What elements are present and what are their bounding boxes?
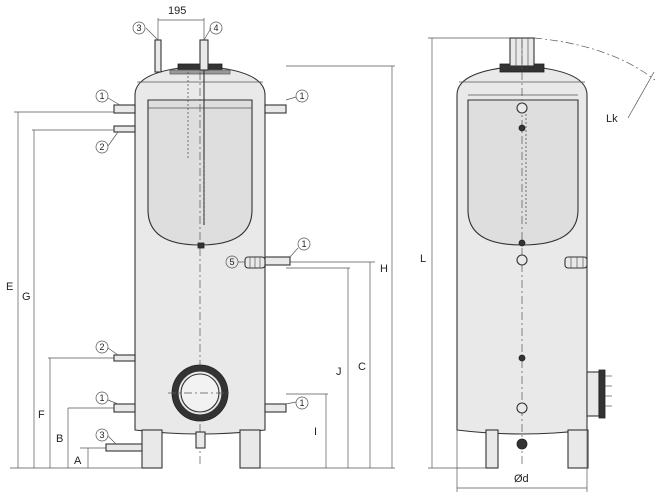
callout-1-b: 1 xyxy=(300,91,305,101)
callout-4-top: 4 xyxy=(214,23,219,33)
callout-2-a: 2 xyxy=(100,142,105,152)
drain-nub xyxy=(197,242,205,249)
callout-1-d: 1 xyxy=(100,393,105,403)
side-dimensions: L Ød Lk xyxy=(420,37,656,492)
lk-arc xyxy=(533,37,656,81)
side-view-vessel xyxy=(456,37,612,469)
dim-Lk: Lk xyxy=(606,113,618,125)
dim-G: G xyxy=(22,291,31,303)
dim-F: F xyxy=(38,409,45,421)
dim-B: B xyxy=(56,433,63,445)
conn-2-left-lower xyxy=(113,354,136,362)
bottom-drain xyxy=(195,431,206,449)
callout-2-b: 2 xyxy=(100,342,105,352)
dim-L: L xyxy=(420,253,426,265)
dim-A: A xyxy=(74,455,82,467)
side-leg-left xyxy=(485,429,499,469)
conn-1-right-bottom xyxy=(264,403,287,413)
side-nozzle-5 xyxy=(564,256,588,269)
dim-C: C xyxy=(358,361,366,373)
front-callouts: 3 4 1 1 2 1 5 2 1 1 3 xyxy=(95,21,311,445)
manhole xyxy=(168,364,232,422)
dim-I: I xyxy=(314,426,317,438)
dim-diameter: Ød xyxy=(514,473,529,485)
callout-1-e: 1 xyxy=(300,398,305,408)
dim-195: 195 xyxy=(168,5,186,17)
conn-1-right-top xyxy=(264,104,287,114)
conn-1-right-mid xyxy=(264,256,291,266)
conn-2-left-upper xyxy=(113,125,136,133)
side-leg-right xyxy=(567,429,589,469)
conn-1-left-top xyxy=(113,104,136,114)
conn-1-left-bottom xyxy=(113,403,136,413)
callout-5: 5 xyxy=(230,257,235,267)
callout-3-top: 3 xyxy=(137,23,142,33)
dim-E: E xyxy=(6,281,13,293)
side-manhole-flange xyxy=(586,369,612,419)
callout-1-c: 1 xyxy=(302,239,307,249)
leg-right xyxy=(239,429,261,469)
pipe-3-top xyxy=(154,39,162,73)
conn-3-bottom xyxy=(105,443,145,452)
pipe-4-top xyxy=(199,39,209,71)
callout-1-a: 1 xyxy=(100,91,105,101)
dim-J: J xyxy=(336,366,342,378)
callout-3-bottom: 3 xyxy=(100,430,105,440)
front-dimensions: 195 A B F G E I J C H xyxy=(6,5,395,469)
side-inner-tank xyxy=(467,99,579,246)
conn-5-nozzle xyxy=(244,256,266,269)
dim-H: H xyxy=(380,263,388,275)
front-view-vessel xyxy=(105,39,291,469)
leg-left xyxy=(141,429,163,469)
